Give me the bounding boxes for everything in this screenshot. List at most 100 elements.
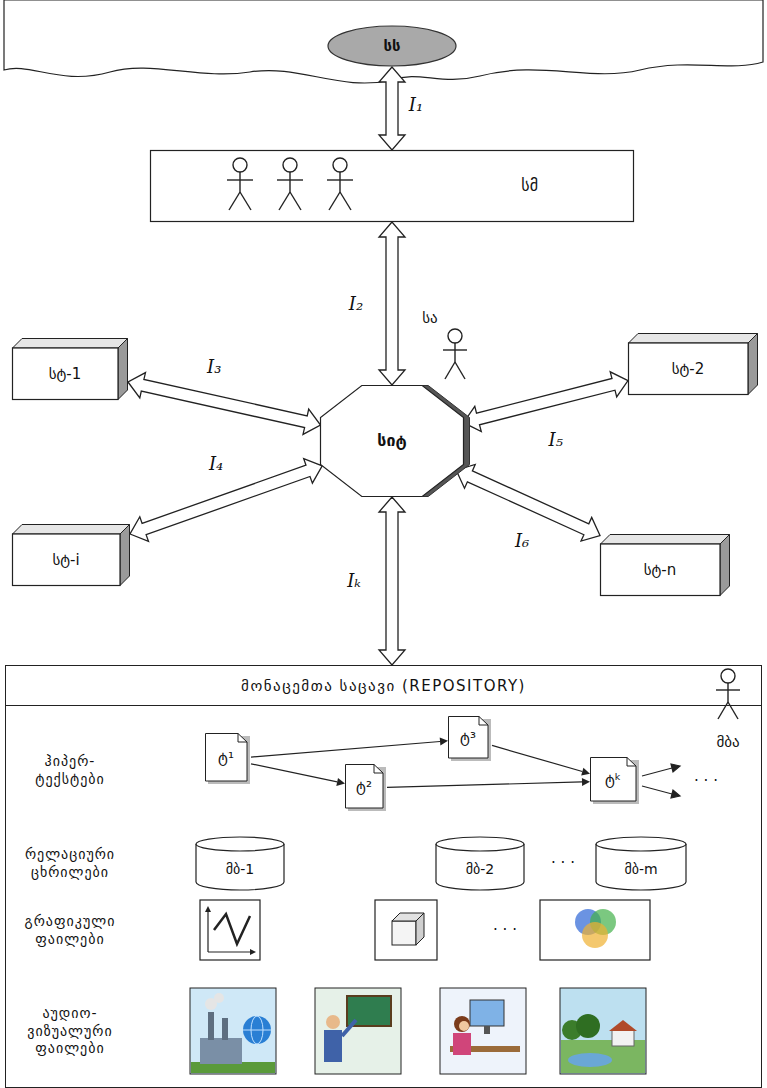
interface-label: I₁ [406,95,426,115]
node-text: სმ [521,176,538,195]
shape-part [629,334,758,344]
interface-label: Iₖ [344,571,364,591]
node-text: სს [383,37,400,55]
environment-region [4,0,763,83]
shape-part [238,734,247,743]
arrow-line [251,764,337,782]
dba-figure [716,669,740,719]
user-figures [227,158,353,210]
repository-panel: მონაცემთა საცავი (REPOSITORY) ტ¹ ტ³ ტ² ტᵏ მბ-… [5,665,762,1088]
shape-part [13,339,128,349]
arrow-line [387,782,582,787]
shape-part [591,758,637,802]
database-cylinder: მბ-m [595,836,687,890]
more-links [642,764,680,798]
shape-part [120,525,130,586]
row-label: გრაფიკული ფაილები [11,913,129,948]
subsystem-box: სტ-n [600,534,730,596]
shape-part [601,535,730,545]
row-label: რელაციური ცხრილები [11,846,129,881]
arrow-head [581,768,590,776]
interface-label: I₅ [546,430,566,450]
interface-arrow [464,372,629,432]
hub-octagon: სიტ [320,385,470,497]
node-text: მბ-2 [466,861,495,878]
subsystem-box: სტ-i [12,524,130,586]
node-text: სტ-2 [672,360,705,378]
node-text: მბ-m [624,861,657,878]
panel-title: მონაცემთა საცავი (REPOSITORY) [6,666,761,706]
database-cylinder: მბ-2 [435,836,525,890]
shape-part [601,544,721,596]
subsystem-box: სტ-1 [12,338,128,400]
shape-part [627,758,636,767]
shape-part [118,339,128,400]
hypertext-doc: ტ³ [448,716,492,762]
arrow-body [456,465,600,542]
link-arrow [492,745,590,775]
arrow-body [379,497,405,665]
shape-part [13,525,130,535]
user-box: სმ [150,150,634,222]
graphic-files [200,900,650,960]
shape-part [720,535,730,596]
subsystem-box: სტ-2 [628,333,758,395]
row-label: აუდიო- ვიზუალური ფაილები [11,1005,129,1058]
arrow-body [464,372,629,432]
interface-label: I₂ [346,294,366,314]
interface-label: I₃ [204,358,224,378]
hypertext-doc: ტᵏ [590,757,640,805]
arrow-body [379,67,405,150]
interface-label: I₆ [512,531,532,551]
node-text: სიტ [377,431,406,450]
database-cylinder: მბ-1 [195,836,285,890]
arrow-head [440,738,448,746]
ellipsis: · · · [551,854,575,872]
arrow-line [492,745,582,771]
node-text: ტ¹ [218,749,234,767]
shape-part [328,26,456,66]
shape-part [13,534,121,586]
shape-part [596,837,686,851]
node-outline [150,150,634,222]
shape-part [346,765,384,809]
interface-label: I₄ [206,454,226,474]
node-text: სტ-i [52,551,79,569]
hypertext-doc: ტ² [345,764,387,812]
interface-arrow [128,373,321,435]
interface-arrow [379,497,405,665]
arrow-body [379,222,405,385]
node-text: მბ-1 [226,861,255,878]
row-label: ჰიპერ- ტექსტები [11,753,129,788]
interface-arrow [456,465,600,542]
shape-part [196,837,284,851]
ellipsis: · · · [493,921,517,939]
shape-part [748,334,758,395]
shape-part [436,837,524,851]
arrow-body [128,373,321,435]
node-text: ტ² [356,778,372,796]
interface-arrow [379,222,405,385]
ellipsis: · · · [694,772,718,790]
audio-visual-files [190,988,646,1074]
node-text: სტ-n [644,561,677,579]
admin-figure [443,329,467,379]
arrow-head [336,778,345,786]
shape-part [449,717,489,759]
shape-part [479,717,488,726]
role-label: სა [422,309,437,327]
node-text: სტ-1 [49,365,82,383]
shape-part [321,386,464,497]
link-arrow [251,738,448,758]
shape-part [629,343,749,395]
shape-part [151,151,634,222]
node-text: ტᵏ [605,771,621,789]
link-arrow [387,778,590,788]
shape-part [13,348,119,400]
system-ellipse: სს [327,25,457,67]
link-arrow [251,764,345,786]
interface-arrow [379,67,405,150]
node-text: ტ³ [460,729,476,747]
arrow-line [251,741,440,757]
